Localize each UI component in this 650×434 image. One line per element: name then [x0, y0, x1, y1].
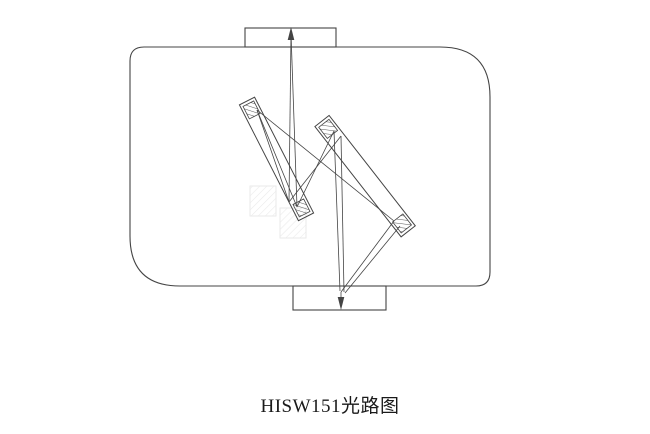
left-mirror: [238, 96, 315, 222]
light-ray: [340, 135, 345, 293]
right-mirror-end-mount: [392, 213, 413, 234]
right-mirror: [314, 114, 416, 238]
light-ray: [256, 109, 395, 222]
housing-outline: [129, 46, 491, 287]
light-ray: [288, 32, 292, 203]
light-ray: [256, 109, 298, 208]
right-mirror-body: [314, 114, 416, 238]
light-ray: [256, 109, 290, 203]
left-mirror-body: [238, 96, 315, 222]
light-rays: [256, 32, 401, 307]
light-ray: [290, 32, 298, 208]
beam-arrow-up-icon: [287, 27, 295, 40]
beam-arrow-down-icon: [337, 297, 345, 310]
light-ray: [288, 135, 342, 203]
figure-caption: HISW151光路图: [260, 396, 400, 417]
light-ray: [344, 225, 401, 294]
left-mirror-end-mount: [242, 100, 261, 120]
light-ray: [340, 220, 395, 293]
light-ray: [333, 130, 341, 292]
